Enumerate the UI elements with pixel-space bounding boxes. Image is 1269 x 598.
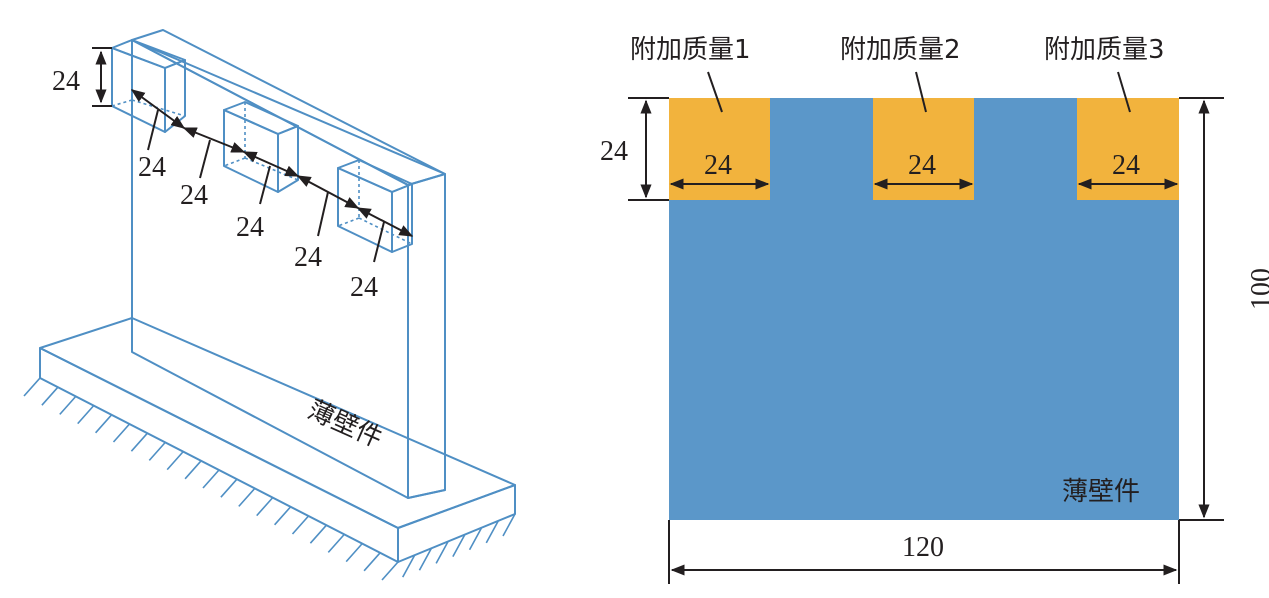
hatch-mark: [256, 497, 274, 517]
wall-width-label: 120: [902, 532, 944, 563]
iso-mass-width-label-3: 24: [350, 272, 378, 303]
hatch-mark: [363, 552, 381, 572]
hatch-mark: [238, 487, 256, 507]
iso-spacing-label-1: 24: [180, 180, 208, 211]
hatch-mark: [202, 469, 220, 489]
mass-width-label-3: 24: [1112, 150, 1140, 181]
iso-mass-block-1: [111, 39, 186, 133]
iso-mass-block-2: [223, 101, 299, 193]
front-part-label: 薄壁件: [1062, 477, 1140, 507]
hatch-mark: [468, 527, 483, 551]
hatch-mark: [485, 520, 499, 544]
iso-spacing-label-2: 24: [294, 242, 322, 273]
hatch-mark: [59, 395, 77, 415]
hatch-mark: [452, 534, 466, 557]
mass-width-label-1: 24: [704, 150, 732, 181]
hatch-mark: [112, 423, 131, 443]
hatch-mark: [327, 533, 345, 553]
iso-part-label: 薄壁件: [303, 395, 386, 454]
hatch-mark: [95, 414, 113, 434]
hatch-mark: [184, 460, 202, 480]
base-plate: [39, 317, 516, 563]
hatch-mark: [130, 432, 148, 452]
mass-label-1: 附加质量1: [630, 35, 751, 65]
isometric-view: 24 24 24 24 24 24 薄壁件: [23, 29, 516, 581]
iso-dimensions: [92, 47, 414, 263]
iso-mass-height-label: 24: [52, 66, 80, 97]
hatch-mark: [23, 377, 41, 397]
hatch-mark: [345, 543, 363, 563]
ground-hatch: [23, 377, 516, 581]
hatch-mark: [77, 405, 95, 425]
hatch-mark: [309, 524, 327, 544]
hatch-mark: [418, 547, 433, 571]
iso-mass-block-3: [337, 159, 413, 253]
hatch-mark: [148, 441, 166, 461]
hatch-mark: [502, 513, 516, 537]
mass-height-label: 24: [600, 136, 628, 167]
mass-label-2: 附加质量2: [840, 35, 961, 65]
mass-label-3: 附加质量3: [1044, 35, 1165, 65]
front-view: 附加质量1 附加质量2 附加质量3 24 24 24 24 100 120 薄壁…: [600, 35, 1269, 584]
iso-mass-width-label-1: 24: [138, 152, 166, 183]
hatch-mark: [41, 386, 59, 406]
iso-mass-width-label-2: 24: [236, 212, 264, 243]
hatch-mark: [381, 561, 399, 581]
hatch-mark: [291, 515, 310, 535]
hatch-mark: [166, 451, 184, 471]
hatch-mark: [402, 554, 416, 578]
hatch-mark: [220, 478, 238, 498]
mass-width-label-2: 24: [908, 150, 936, 181]
hatch-mark: [435, 541, 449, 564]
wall-height-label: 100: [1246, 268, 1269, 310]
hatch-mark: [274, 506, 292, 526]
thin-wall-part: [131, 29, 446, 499]
